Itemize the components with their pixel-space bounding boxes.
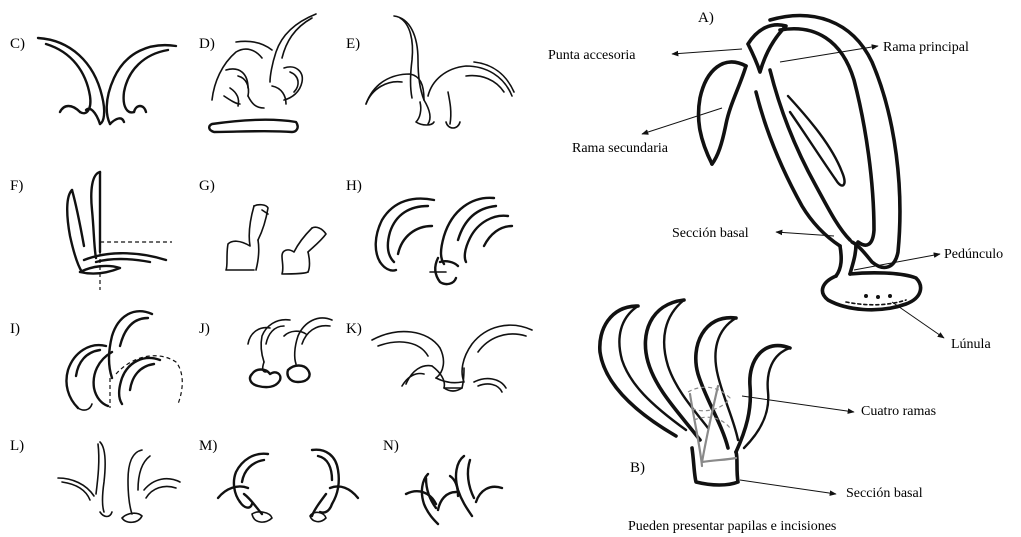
label-rama-secundaria: Rama secundaria bbox=[572, 141, 669, 156]
claw-j-drawing bbox=[248, 318, 332, 387]
claw-h-drawing bbox=[376, 198, 512, 284]
label-seccion-basal-b: Sección basal bbox=[846, 486, 923, 501]
panel-label-m: M) bbox=[199, 438, 217, 454]
claw-f-drawing bbox=[67, 172, 172, 290]
claw-g-drawing bbox=[226, 205, 326, 274]
label-cuatro-ramas: Cuatro ramas bbox=[861, 404, 936, 419]
claw-i-drawing bbox=[66, 311, 182, 410]
label-papilas-note: Pueden presentar papilas e incisiones bbox=[628, 519, 836, 534]
label-pedunculo: Pedúnculo bbox=[944, 247, 1003, 262]
panel-label-n: N) bbox=[383, 438, 399, 454]
panel-label-i: I) bbox=[10, 321, 20, 337]
panel-label-b: B) bbox=[630, 460, 645, 476]
panel-label-f: F) bbox=[10, 178, 23, 194]
panel-label-a: A) bbox=[698, 10, 714, 26]
claw-a-drawing bbox=[699, 16, 921, 310]
panel-label-h: H) bbox=[346, 178, 362, 194]
claw-m-drawing bbox=[218, 450, 358, 522]
panel-label-l: L) bbox=[10, 438, 24, 454]
panel-label-e: E) bbox=[346, 36, 360, 52]
panel-label-d: D) bbox=[199, 36, 215, 52]
panel-label-j: J) bbox=[199, 321, 210, 337]
claw-e-drawing bbox=[366, 16, 514, 128]
claw-k-drawing bbox=[372, 325, 532, 392]
claw-b-drawing bbox=[600, 300, 790, 485]
label-punta-accesoria: Punta accesoria bbox=[548, 48, 636, 63]
label-rama-principal: Rama principal bbox=[883, 40, 969, 55]
label-lunula: Lúnula bbox=[951, 337, 991, 352]
panel-label-c: C) bbox=[10, 36, 25, 52]
claw-n-drawing bbox=[406, 456, 502, 524]
panel-label-k: K) bbox=[346, 321, 362, 337]
claw-d-drawing bbox=[209, 14, 316, 132]
claw-l-drawing bbox=[58, 442, 180, 522]
claw-c-drawing bbox=[38, 38, 176, 124]
panel-label-g: G) bbox=[199, 178, 215, 194]
label-seccion-basal-a: Sección basal bbox=[672, 226, 749, 241]
